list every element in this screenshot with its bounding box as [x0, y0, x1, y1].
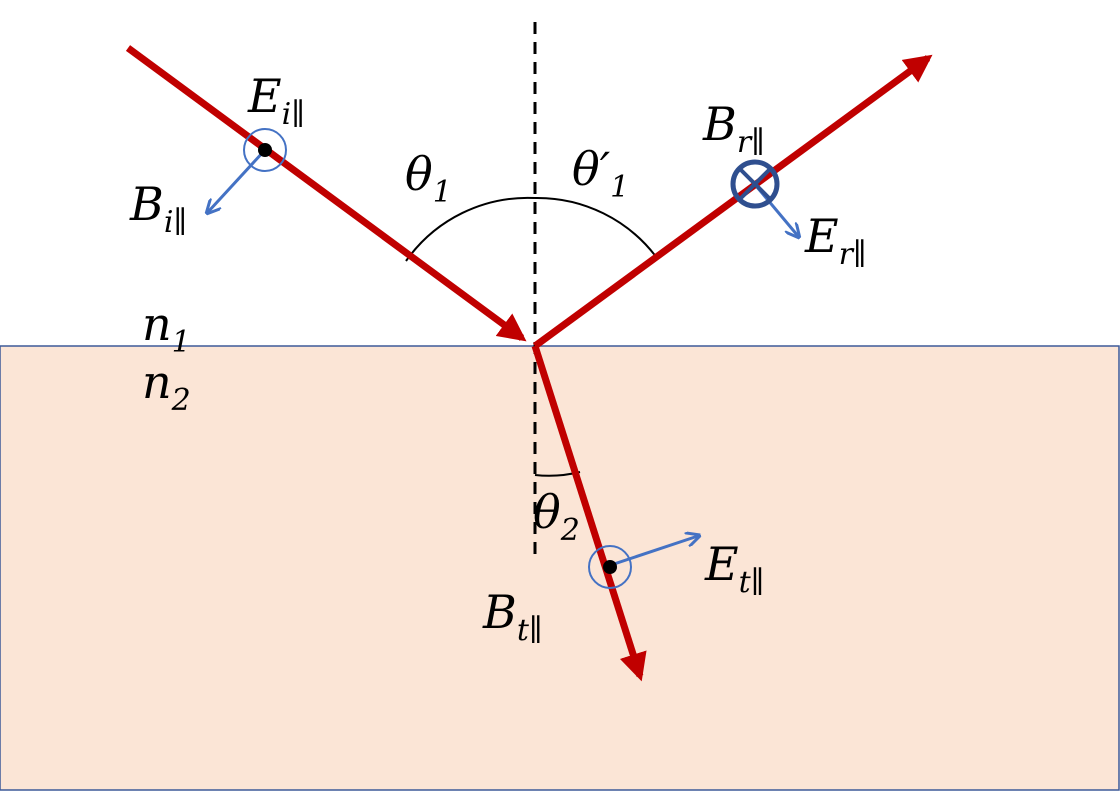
reflected-into-page-marker [730, 159, 780, 209]
b-reflected-label: Br∥ [702, 97, 765, 160]
b-incident-label: Bi∥ [129, 177, 187, 240]
e-transmitted-vector [607, 536, 698, 568]
reflected-ray [532, 54, 933, 349]
b-transmitted-label: Bt∥ [482, 585, 543, 648]
n2-label: n2 [142, 355, 191, 418]
incident-ray [125, 45, 527, 342]
theta1-prime-arc [534, 196, 658, 259]
theta1-prime-label: θ′1 [572, 142, 629, 205]
e-transmitted-label: Et∥ [704, 537, 765, 600]
theta1-arc [405, 196, 536, 262]
theta1-label: θ1 [405, 147, 452, 210]
e-reflected-label: Er∥ [804, 209, 867, 272]
n1-label: n1 [142, 297, 191, 360]
transmitted-ray [531, 344, 647, 682]
b-incident-vector [208, 148, 267, 212]
e-incident-label: Ei∥ [247, 69, 305, 132]
theta2-label: θ2 [533, 485, 580, 548]
transmitted-out-of-page-marker [588, 545, 632, 589]
incident-out-of-page-marker [243, 128, 287, 172]
